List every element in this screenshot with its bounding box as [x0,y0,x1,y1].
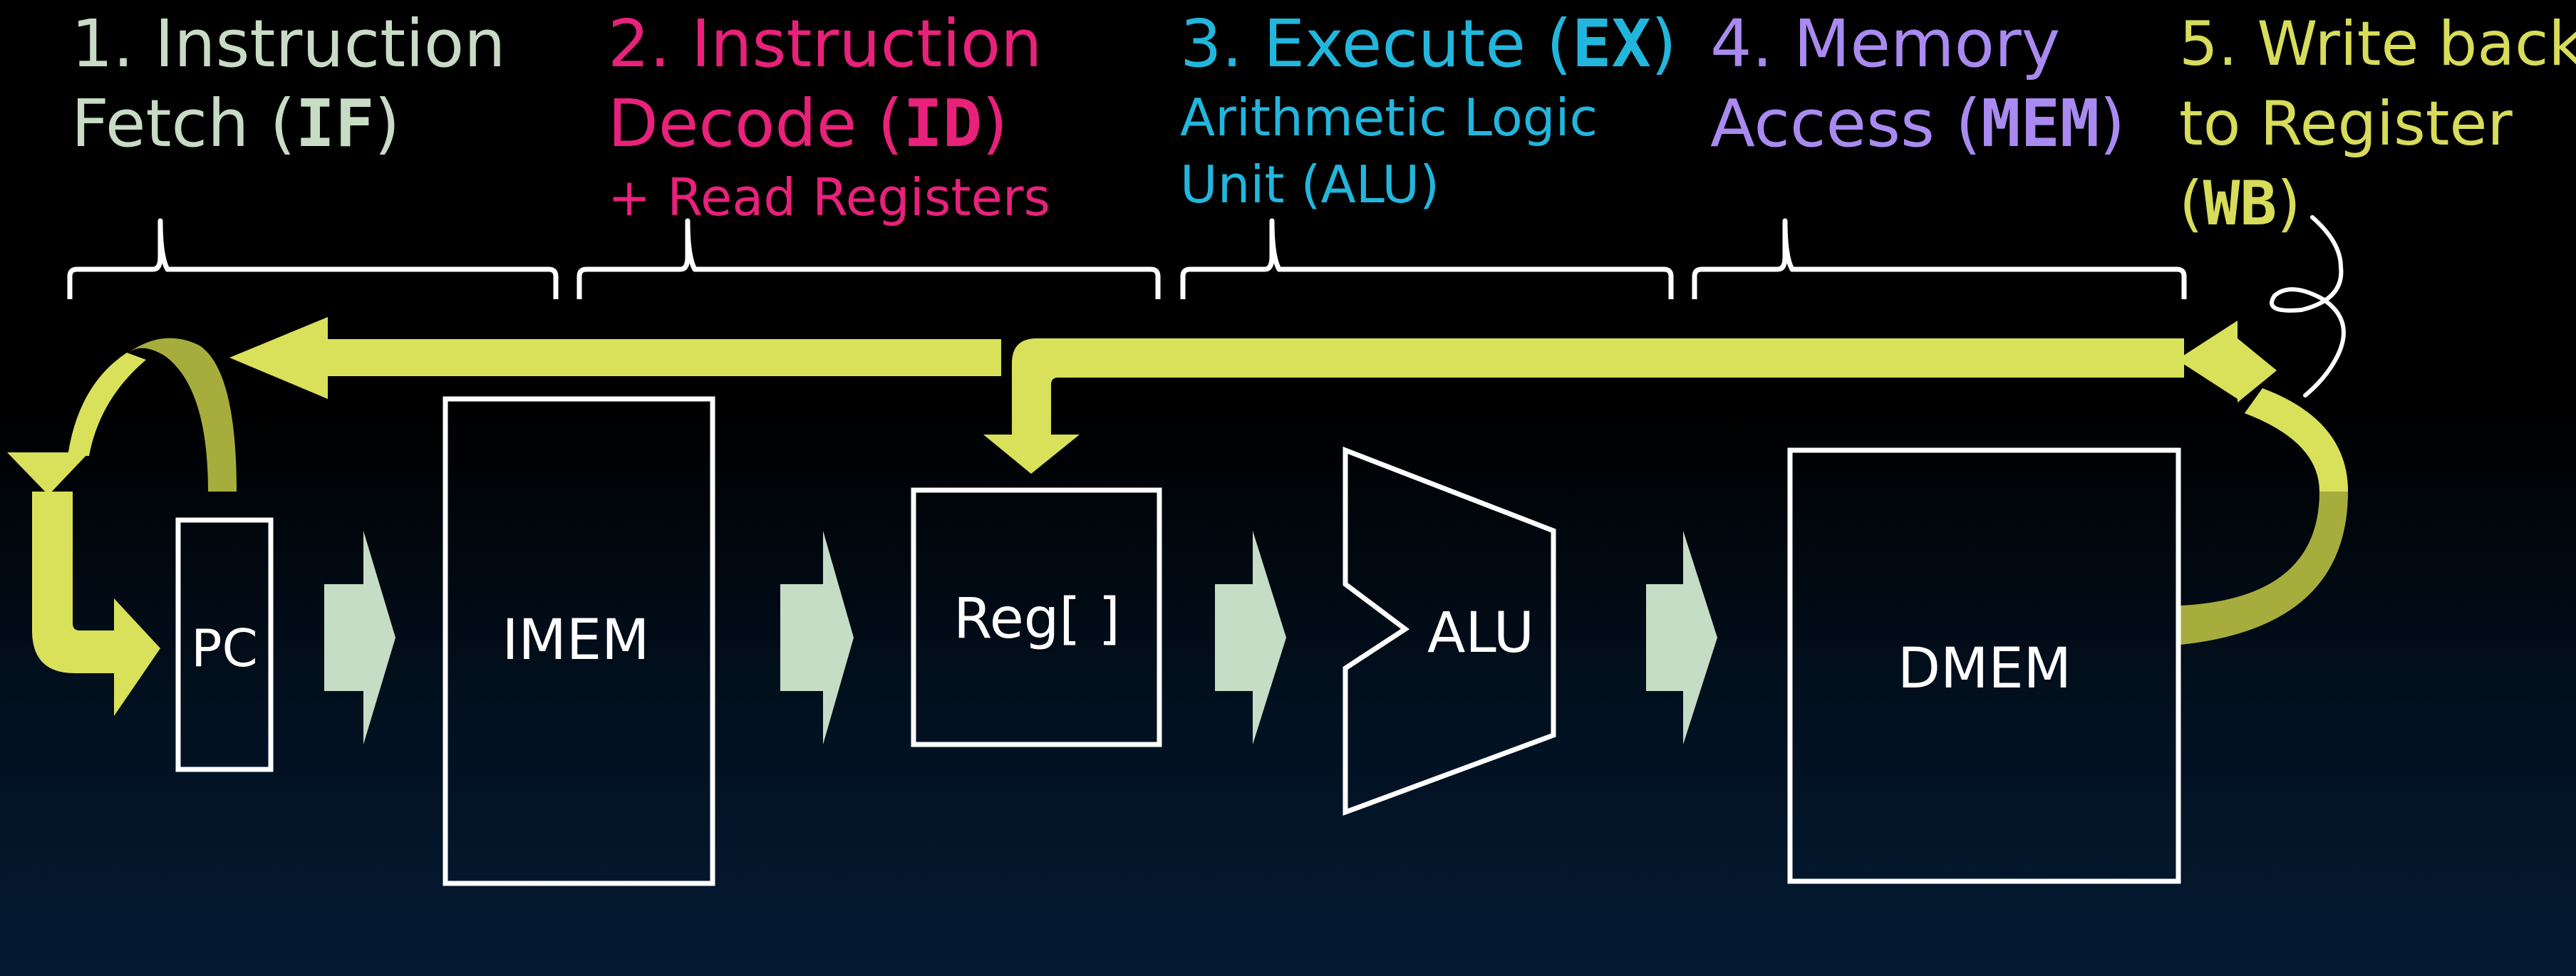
bracket-if [67,218,559,299]
stage-mem-line-2: Access (MEM) [1710,85,2126,162]
stage-wb-line-2: to Register [2179,88,2513,160]
stage-title-if: 1. Instruction Fetch (IF) [71,4,505,164]
stage-ex-line-1: 3. Execute (EX) [1180,6,1677,82]
blocks [175,396,2181,886]
flow-arrow-imem-reg [780,531,854,744]
stage-if-abbr: IF [295,85,375,162]
stage-mem-line-1: 4. Memory [1710,6,2061,82]
stage-brackets [67,218,2187,299]
pc-loop-arrowhead-down [7,452,89,495]
imem-label: IMEM [502,608,650,673]
reg-block [911,487,1162,747]
bracket-mem [1692,218,2187,299]
stage-title-mem: 4. Memory Access (MEM) [1710,4,2125,164]
pc-block [175,517,274,772]
stage-ex-sub-1: Arithmetic Logic [1180,88,1598,147]
flow-arrow-alu-dmem [1646,531,1717,744]
bracket-id [576,218,1161,299]
pc-loop-arc-shadow [128,338,237,492]
feedback-bar-to-reg [983,338,2184,474]
stage-if-line-2: Fetch (IF) [71,85,400,162]
stage-wb-abbr: WB [2203,168,2277,239]
wb-squiggle [2270,215,2346,398]
pc-loop-arc [68,353,146,456]
reg-label: Reg[ ] [953,587,1120,651]
flow-arrow-reg-alu [1215,531,1286,744]
flow-arrow-pc-imem [324,531,395,744]
stage-wb-line-3: (WB) [2179,168,2301,239]
stage-ex-sub-2: Unit (ALU) [1180,155,1440,214]
stage-mem-abbr: MEM [1981,85,2100,162]
flow-arrows [324,531,1717,744]
imem-block [443,396,715,886]
stage-title-wb: 5. Write back to Register (WB) [2179,4,2576,244]
stage-id-sub: + Read Registers [608,167,1050,227]
stage-id-line-1: 2. Instruction [608,6,1043,82]
alu-label: ALU [1427,601,1534,665]
stage-title-id: 2. Instruction Decode (ID) + Read Regist… [608,4,1050,231]
writeback-arrowhead [2177,321,2277,403]
dmem-label: DMEM [1898,637,2071,701]
stage-title-ex: 3. Execute (EX) Arithmetic Logic Unit (A… [1180,4,1677,218]
pc-label: PC [191,618,258,678]
stage-if-line-1: 1. Instruction [71,6,506,82]
stage-id-line-2: Decode (ID) [608,85,1008,162]
dmem-block [1787,447,2181,884]
stage-ex-abbr: EX [1572,6,1651,82]
alu-block [1343,446,1556,816]
writeback-arc [2245,388,2348,492]
bracket-ex [1180,218,1674,299]
stage-id-abbr: ID [903,85,983,162]
feedback-bar-to-pc [229,317,1001,399]
pc-loop-lower [32,492,160,716]
stage-wb-line-1: 5. Write back [2179,9,2576,80]
